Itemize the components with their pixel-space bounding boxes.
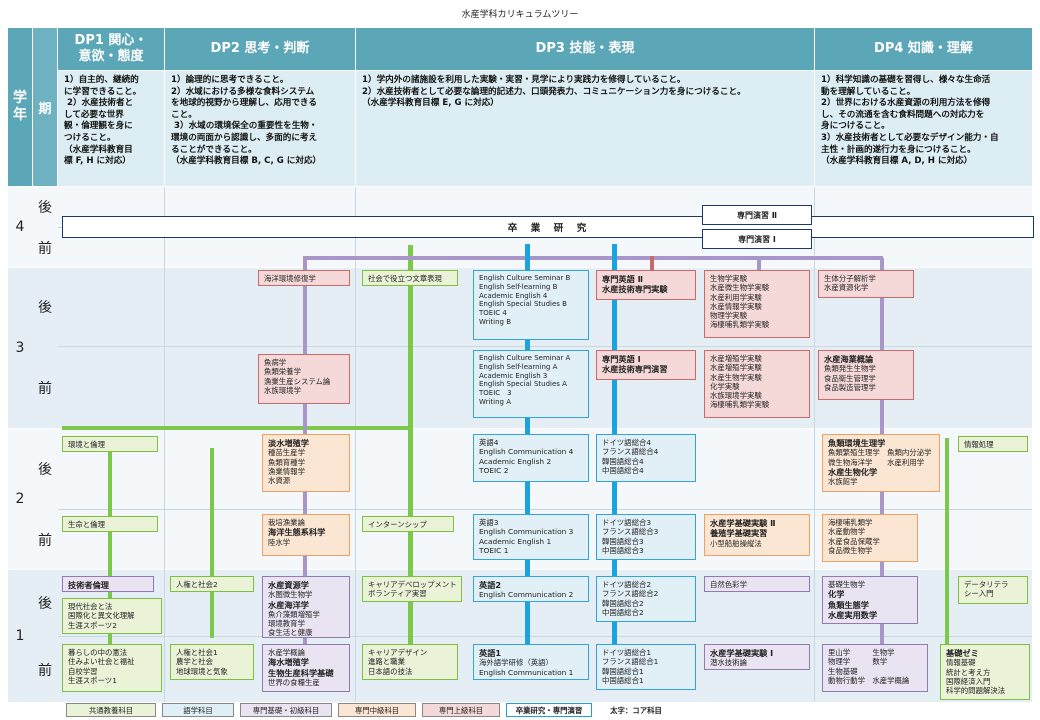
term-late-2: 後 xyxy=(38,462,52,478)
senmon-enshu-2-box: 専門演習 Ⅱ xyxy=(702,205,812,225)
year-4-label: 4 xyxy=(15,219,25,235)
legend-upper: 専門上級科目 xyxy=(422,703,500,717)
career-development-box: キャリアデベロップメントボランティア実習 xyxy=(362,576,462,602)
kaiyo-kankyo-box: 海洋環境修復学 xyxy=(258,270,350,286)
year-header: 学 年 xyxy=(8,28,32,186)
dp4-description: 1）科学知識の基礎を習得し、様々な生命活 動を理解していること。 2）世界におけ… xyxy=(815,71,1032,186)
shizen-shikisai-box: 自然色彩学 xyxy=(704,576,810,592)
kurashi-kenpo-box: 暮らしの中の憲法住みよい社会と福祉自校学習生涯スポーツ1 xyxy=(62,644,162,692)
dp4-3a-box: 水産海業概論魚類発生生物学食品衛生管理学食品製造管理学 xyxy=(818,350,914,400)
career-design-box: キャリアデザイン進路と職業日本語の技法 xyxy=(362,644,458,680)
senmon-enshu-1-box: 専門演習 Ⅰ xyxy=(702,229,812,249)
dp4-header: DP4 知識・理解 xyxy=(815,28,1032,70)
term-early-3: 前 xyxy=(38,380,52,397)
term-early-1: 前 xyxy=(38,662,52,679)
tansui-zoshoku-box: 淡水増殖学種苗生産学魚類育種学漁業情報学水資源 xyxy=(262,434,350,492)
zoshoku-jikken-3a-box: 水産増殖学実験水産増殖学実験水産生物学実験化学実験水族環境学実験海棲哺乳類学実験 xyxy=(704,350,810,418)
seimei-rinri-box: 生命と倫理 xyxy=(62,516,158,532)
year-1-label: 1 xyxy=(15,628,25,644)
kiso-seminar-box: 基礎ゼミ情報基礎統計と考え方国際経済入門科学的問題解決法 xyxy=(940,644,1030,700)
term-late-3: 後 xyxy=(38,300,52,316)
dp1-header: DP1 関心・ 意欲・態度 xyxy=(58,28,164,70)
joho-shori-box: 情報処理 xyxy=(958,436,1028,452)
internship-box: インターンシップ xyxy=(362,516,454,532)
kankyo-rinri-box: 環境と倫理 xyxy=(62,436,158,452)
gendai-shakai-box: 現代社会と法国際化と異文化理解生涯スポーツ2 xyxy=(62,598,162,634)
legend-language: 語学科目 xyxy=(162,703,234,717)
dp2-description: 1）論理的に思考できること。 2）水域における多様な食料システム を地球的視野か… xyxy=(165,71,355,186)
dp3-header: DP3 技能・表現 xyxy=(356,28,814,70)
legend-core-note: 太字：コア科目 xyxy=(610,705,662,715)
term-late-1: 後 xyxy=(38,596,52,612)
dp4-1a-box: 里山学 生物学物理学 数学生物基礎動物行動学 水産学概論 xyxy=(822,644,928,692)
shakai-bunsho-box: 社会で役立つ文章表現 xyxy=(362,270,458,286)
dp3-description: 1）学内外の諸施設を利用した実験・実習・見学により実践力を修得していること。 2… xyxy=(356,71,814,186)
dp4-3b-box: 生体分子解析学水産資源化学 xyxy=(818,270,914,298)
year-2-label: 2 xyxy=(15,491,25,507)
jinken-shakai-2-box: 人権と社会2 xyxy=(170,576,254,592)
saibai-gyogyo-box: 栽培漁業論海洋生態系科学陸水学 xyxy=(262,514,350,556)
gyorui-seiri-box: 魚類環境生理学魚類繁殖生理学 魚類内分泌学微生物海洋学 水産利用学水産生物化学水… xyxy=(822,434,940,492)
data-literacy-box: データリテラシー入門 xyxy=(958,576,1028,604)
term-early-2: 前 xyxy=(38,532,52,549)
kiso-seibutsu-box: 基礎生物学化学魚類生態学水産実用数学 xyxy=(822,576,918,624)
dp2-header: DP2 思考・判断 xyxy=(165,28,355,70)
suisan-shigen-box: 水産資源学水圏微生物学水産海洋学魚介藻類増殖学環境教育学食生活と健康 xyxy=(262,576,350,638)
dp4-2a-box: 海棲哺乳類学水産動物学水産食品保蔵学食品微生物学 xyxy=(822,514,918,562)
legend-core: 卒業研究・専門演習 xyxy=(506,703,592,717)
seibutsu-jikken-3b-box: 生物学実験水産微生物学実験水産利用学実験水産情報学実験物理学実験海棲哺乳類学実験 xyxy=(704,270,810,338)
page-title: 水産学科カリキュラムツリー xyxy=(461,10,579,20)
sotsugyo-kenkyu-box: 卒 業 研 究 xyxy=(62,216,1034,238)
term-header: 期 xyxy=(33,28,57,186)
legend-basic: 専門基礎・初級科目 xyxy=(240,703,332,717)
legend-common: 共通教養科目 xyxy=(66,703,156,717)
suisan-gairon-box: 水産学概論海水増殖学生物生産科学基礎世界の食糧生産 xyxy=(262,644,350,692)
term-late-4: 後 xyxy=(38,200,52,216)
legend-mid: 専門中級科目 xyxy=(338,703,416,717)
gijutsusha-rinri-box: 技術者倫理 xyxy=(62,576,154,592)
dp1-description: 1）自主的、継続的 に学習できること。 2）水産技術者と して必要な世界 観・倫… xyxy=(58,71,164,186)
term-early-4: 前 xyxy=(38,240,52,257)
year-3-label: 3 xyxy=(15,340,25,356)
gyobyo-box: 魚病学魚類栄養学漁業生産システム論水族環境学 xyxy=(258,354,350,404)
